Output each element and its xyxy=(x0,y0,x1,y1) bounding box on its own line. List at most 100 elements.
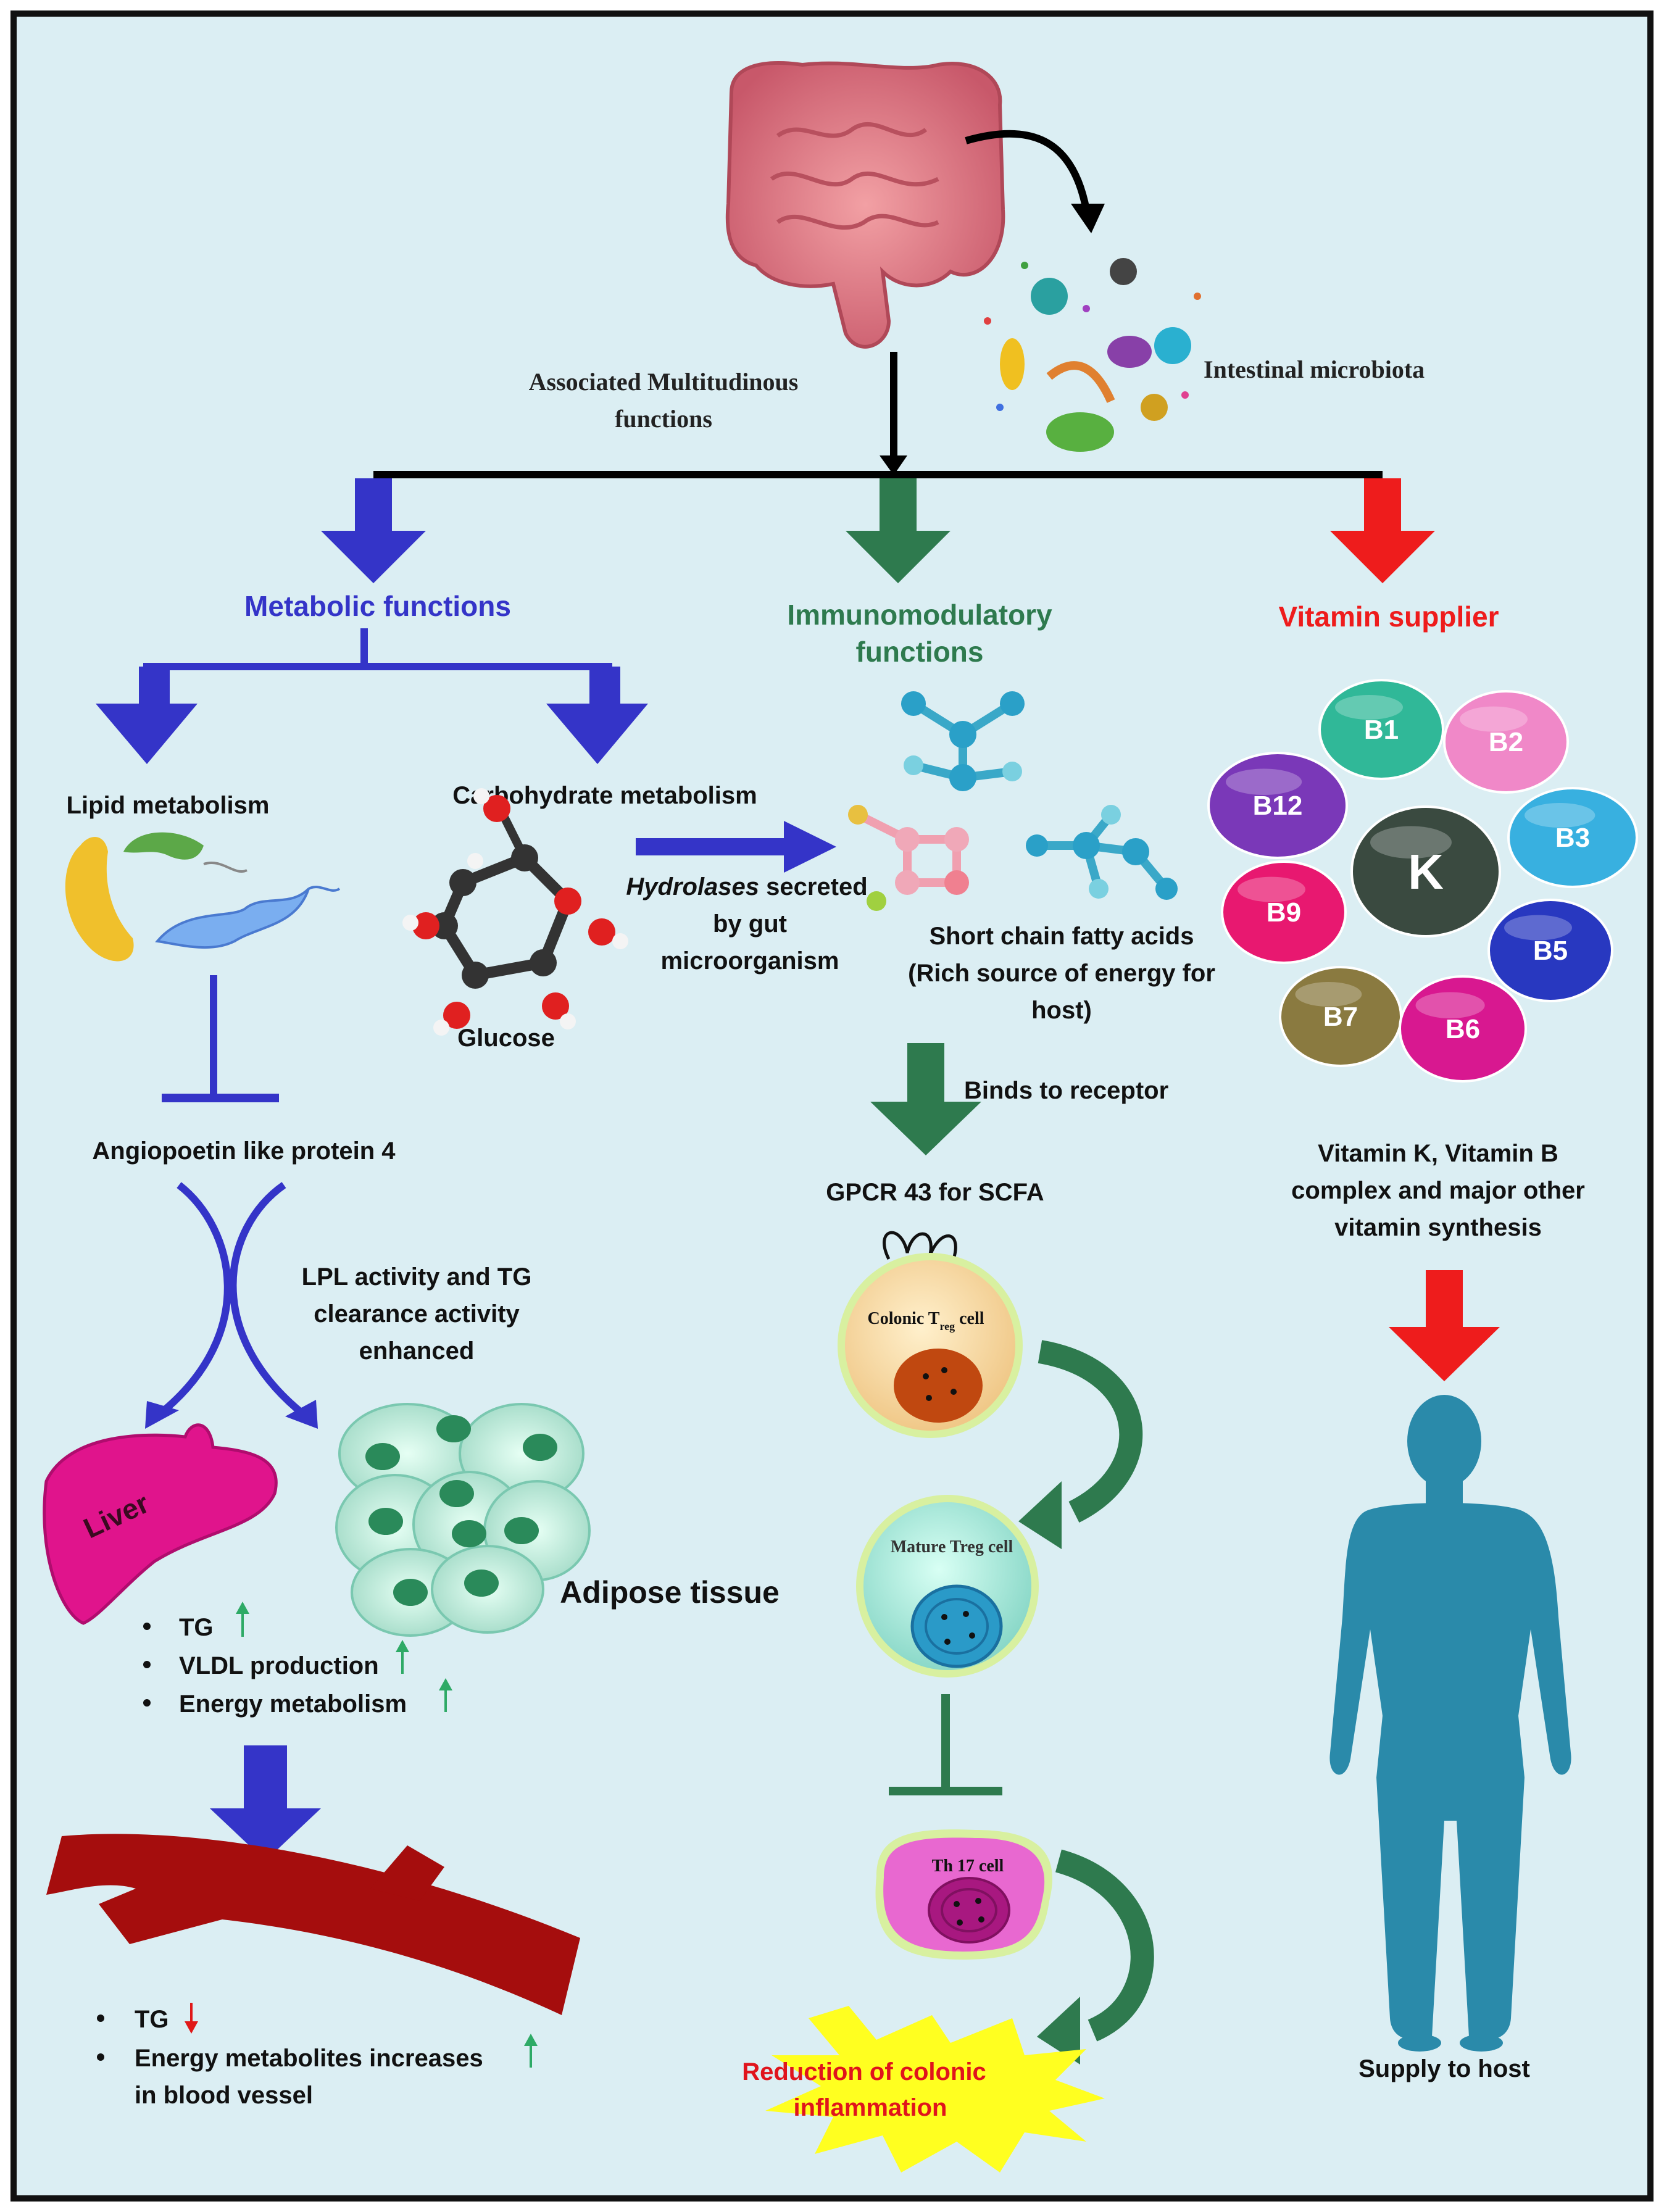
th17-to-reduction-arrow xyxy=(1055,1849,1154,2042)
vitamin-bubble-label-b6: B6 xyxy=(1446,1014,1480,1044)
immuno-branch-arrow xyxy=(846,478,951,583)
scfa-line3: host) xyxy=(1031,997,1092,1024)
vitamin-bubble-shape-k xyxy=(1350,805,1501,938)
lipid-arrow xyxy=(96,667,198,764)
blood-energy-up-arrowhead xyxy=(524,2034,538,2046)
th17-to-reduction-arrowhead xyxy=(1037,1997,1080,2064)
gut-illustration xyxy=(725,61,1005,349)
liver-shape xyxy=(43,1423,278,1625)
vitamin-bubble-shape-b5 xyxy=(1487,899,1613,1002)
vitamin-bubble-highlight xyxy=(1335,695,1403,720)
central-stem xyxy=(890,352,897,466)
cross-arrow-to-adipose xyxy=(229,1182,305,1416)
blood-effect-energy-line2: in blood vessel xyxy=(135,2082,313,2109)
lpl-line3: enhanced xyxy=(359,1337,475,1365)
vitamin-bubble-highlight xyxy=(1504,915,1572,941)
colonic-treg-label: Colonic Treg cell xyxy=(867,1309,984,1333)
mature-treg-cell xyxy=(856,1495,1039,1678)
th17-label: Th 17 cell xyxy=(932,1856,1004,1876)
binds-receptor-arrow xyxy=(870,1043,981,1155)
vitamin-bubble-shape-b9 xyxy=(1221,860,1347,964)
vitamin-bubble-highlight xyxy=(1370,826,1452,859)
vitamin-bubble-highlight xyxy=(1238,876,1305,902)
vitamin-bubble-b5: B5 xyxy=(1487,899,1613,1002)
branch-bar xyxy=(373,471,1383,478)
binds-receptor-label: Binds to receptor xyxy=(964,1077,1168,1104)
metabolic-branch-arrow xyxy=(321,478,426,583)
vitamin-bubble-label-b9: B9 xyxy=(1267,897,1301,928)
vitamin-bubble-shape-b12 xyxy=(1207,752,1348,859)
vitamin-bubble-label-k: K xyxy=(1408,844,1444,899)
metabolic-title: Metabolic functions xyxy=(244,590,511,622)
vitamin-title: Vitamin supplier xyxy=(1278,601,1499,633)
effect-energy-up-arrowhead xyxy=(439,1678,452,1690)
hydrolases-line3: microorganism xyxy=(661,947,839,975)
effect-tg: TG xyxy=(179,1614,214,1641)
human-silhouette xyxy=(1329,1395,1571,2052)
gpcr-label: GPCR 43 for SCFA xyxy=(826,1179,1044,1206)
to-blood-vessel-arrow xyxy=(210,1745,321,1861)
lpl-line2: clearance activity xyxy=(314,1300,520,1328)
vitamin-bubble-highlight xyxy=(1226,768,1302,795)
scfa-line1: Short chain fatty acids xyxy=(930,923,1194,950)
vitamin-bubble-b2: B2 xyxy=(1443,690,1569,794)
metabolic-stem xyxy=(360,628,368,668)
blood-tg-down-arrowhead xyxy=(185,2021,198,2034)
th17-cell xyxy=(875,1829,1052,1960)
hydrolases-line1: Hydrolases secreted xyxy=(626,873,867,900)
microbiota-label: Intestinal microbiota xyxy=(1204,356,1425,383)
liver-effects-list: TG VLDL production Energy metabolism xyxy=(143,1602,452,1718)
microbiota-cluster xyxy=(984,258,1201,452)
cross-arrowhead-liver xyxy=(145,1401,179,1429)
lipid-bacteria-illustration xyxy=(65,832,341,962)
vitamin-bubble-b7: B7 xyxy=(1279,966,1402,1067)
cross-arrowhead-adipose xyxy=(285,1400,318,1429)
vitamin-bubble-shape-b1 xyxy=(1318,679,1444,780)
vitamin-branch-arrow xyxy=(1330,478,1435,583)
lipid-inhibit-bar xyxy=(162,1094,279,1102)
metabolic-split-bar xyxy=(143,663,612,670)
blood-effects-list: TG Energy metabolites increases in blood… xyxy=(97,2003,538,2109)
treg-to-mature-arrow xyxy=(1038,1340,1143,1523)
immuno-title-line2: functions xyxy=(856,636,984,668)
lipid-inhibit-stem xyxy=(210,975,217,1099)
vitamin-to-host-arrow xyxy=(1389,1270,1500,1381)
vitamin-bubble-label-b1: B1 xyxy=(1364,715,1399,745)
adipose-tissue-illustration xyxy=(335,1403,591,1637)
synthesis-line3: vitamin synthesis xyxy=(1334,1214,1542,1241)
associated-functions-line1: Associated Multitudinous xyxy=(529,368,799,396)
treg-to-mature-arrowhead xyxy=(1018,1481,1062,1549)
vitamin-bubble-shape-b3 xyxy=(1507,787,1638,888)
glucose-label: Glucose xyxy=(457,1025,555,1052)
hydrolases-arrow-shaft xyxy=(636,838,790,855)
vitamin-bubble-b3: B3 xyxy=(1507,787,1638,888)
vitamin-bubble-label-b2: B2 xyxy=(1489,727,1523,757)
blood-effect-energy: Energy metabolites increases xyxy=(135,2045,483,2072)
vitamin-bubble-b9: B9 xyxy=(1221,860,1347,964)
blood-vessel-branch xyxy=(370,1845,444,1901)
vitamin-bubble-highlight xyxy=(1460,706,1528,732)
lipid-label: Lipid metabolism xyxy=(67,792,270,819)
immuno-title-line1: Immunomodulatory xyxy=(787,599,1052,631)
vitamin-bubble-highlight xyxy=(1295,982,1362,1007)
hydrolases-line2: by gut xyxy=(713,910,787,938)
scfa-molecules xyxy=(848,691,1178,911)
associated-functions-line2: functions xyxy=(615,405,712,433)
mature-inhibit-bar xyxy=(889,1787,1002,1795)
vitamin-bubble-highlight xyxy=(1415,992,1485,1018)
vitamin-bubble-label-b7: B7 xyxy=(1323,1002,1358,1032)
gut-to-microbiota-arrowhead xyxy=(1071,204,1105,233)
cross-arrow-to-liver xyxy=(158,1182,231,1416)
vitamin-bubble-b6: B6 xyxy=(1399,975,1527,1083)
lpl-line1: LPL activity and TG xyxy=(302,1263,532,1291)
effect-vldl: VLDL production xyxy=(179,1652,379,1679)
glucose-molecule xyxy=(402,788,628,1036)
vitamin-bubble-highlight xyxy=(1525,803,1595,828)
supply-label: Supply to host xyxy=(1358,2055,1530,2082)
gut-to-microbiota-arrow xyxy=(965,130,1090,211)
vitamin-bubble-shape-b2 xyxy=(1443,690,1569,794)
carbohydrate-arrow xyxy=(546,667,648,764)
vitamin-bubble-b12: B12 xyxy=(1207,752,1348,859)
